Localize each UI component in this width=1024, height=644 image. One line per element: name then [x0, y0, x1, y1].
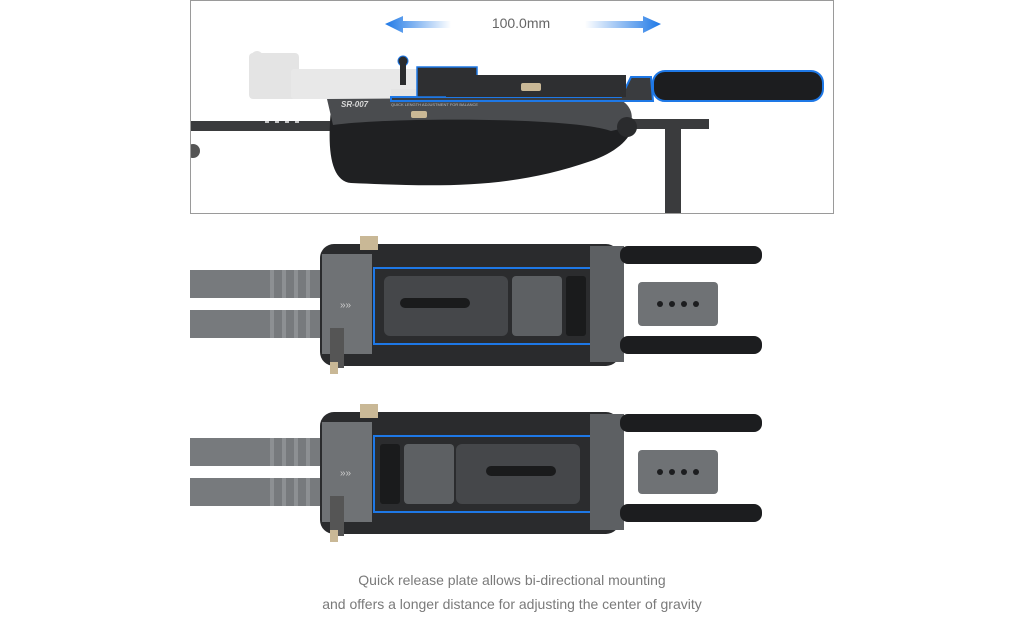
baseplate-bar [191, 121, 341, 131]
right-arrow-icon [585, 16, 661, 33]
svg-text:»»: »» [340, 300, 352, 311]
engraving-text: QUICK LENGTH ADJUSTMENT FOR BALANCE [391, 102, 478, 107]
measurement-indicator: 100.0mm [191, 13, 833, 37]
support-leg [665, 119, 681, 213]
rod-clamp-knob [191, 144, 200, 158]
pad-top-body [327, 97, 632, 131]
measurement-label: 100.0mm [491, 15, 551, 31]
caption-line-2: and offers a longer distance for adjusti… [322, 596, 702, 612]
top-view-reversed: »» [190, 400, 770, 550]
svg-text:»»: »» [340, 468, 352, 479]
top-view-forward: »» [190, 232, 770, 382]
top-view-reversed-illustration: »» [190, 404, 762, 542]
rail-rod [652, 70, 824, 102]
measurement-arrows [385, 16, 661, 33]
hinge-knob [617, 117, 637, 137]
release-button [411, 111, 427, 118]
top-view-forward-illustration: »» [190, 236, 762, 374]
left-arrow-icon [385, 16, 451, 33]
side-view-illustration: SR-007 QUICK LENGTH ADJUSTMENT FOR BALAN… [191, 51, 824, 213]
caption-line-1: Quick release plate allows bi-directiona… [358, 572, 666, 588]
model-text: SR-007 [341, 100, 369, 109]
side-view-panel: 100.0mm SR-007 QUICK LENGTH ADJUSTMENT F… [190, 0, 834, 214]
